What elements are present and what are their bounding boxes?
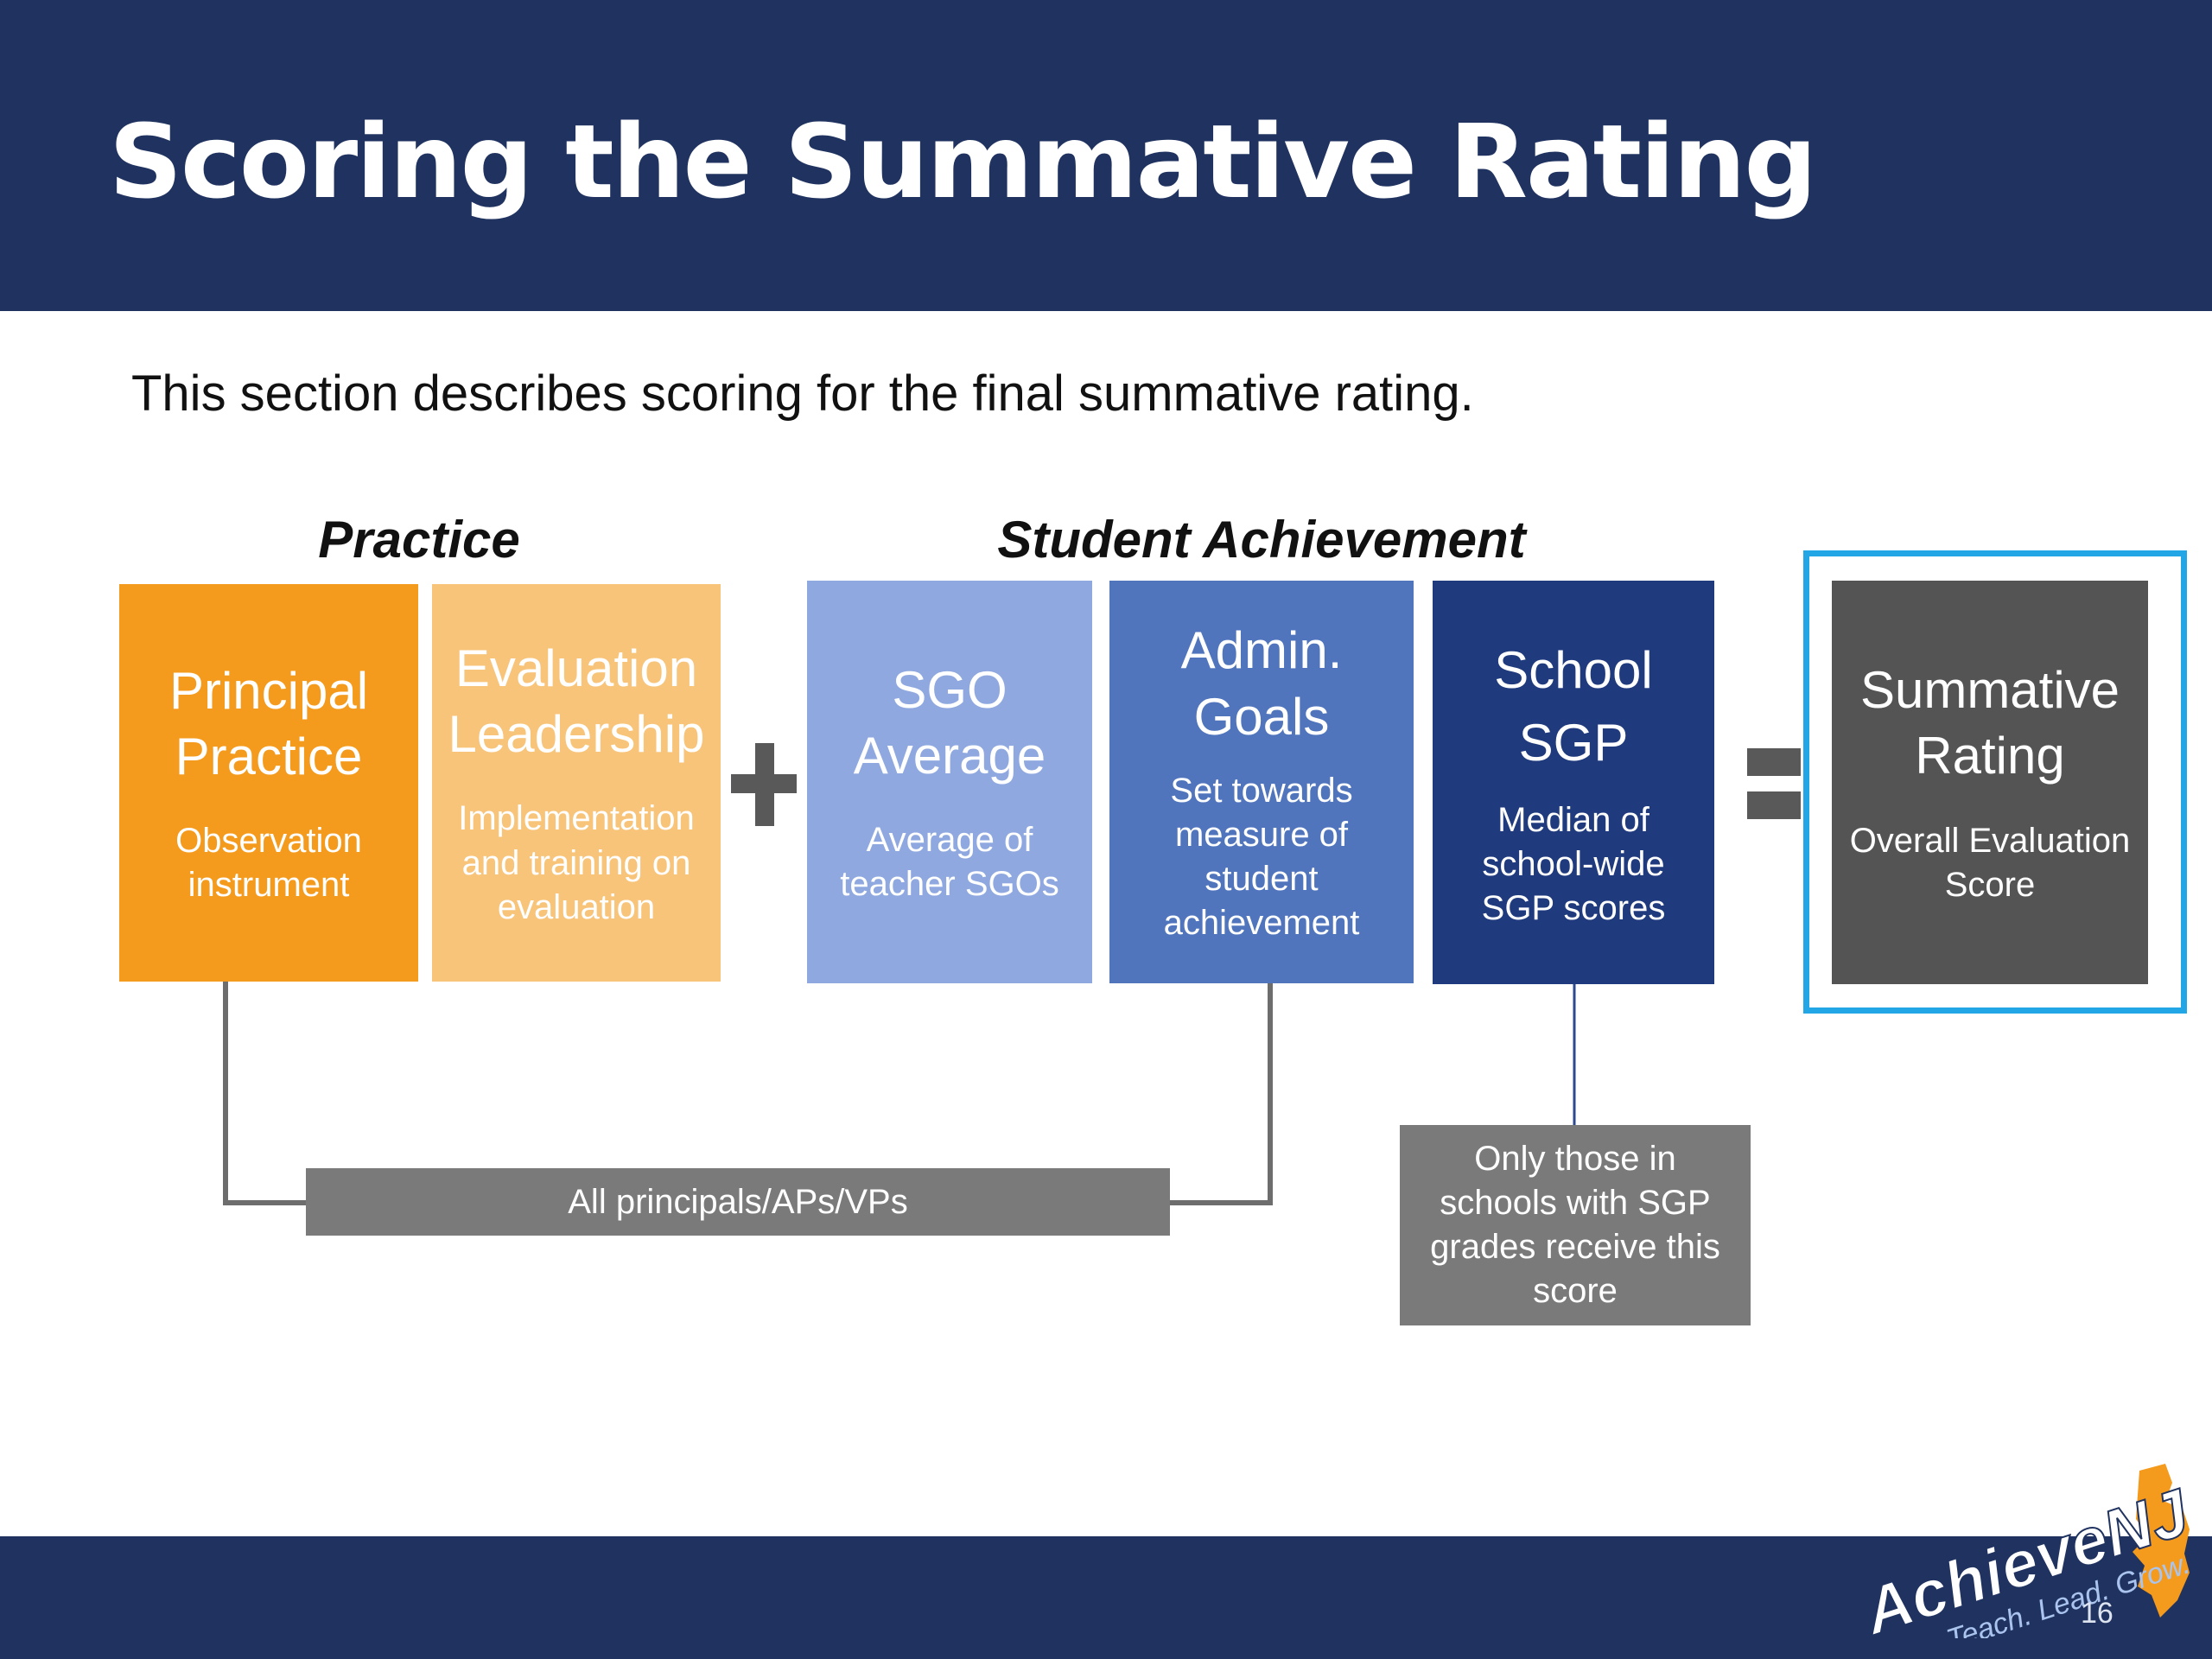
new-jersey-shape	[2133, 1464, 2190, 1618]
practice-connector	[223, 982, 308, 1205]
school-sgp-desc: Median of school-wide SGP scores	[1481, 800, 1666, 928]
principal-practice-box: Principal Practice Observation instrumen…	[119, 584, 418, 982]
summative-rating-desc: Overall Evaluation Score	[1849, 821, 2131, 904]
school-sgp-title: School SGP	[1494, 640, 1653, 772]
summative-rating-title: Summative Rating	[1859, 661, 2120, 785]
admin-goals-title: Admin. Goals	[1180, 621, 1343, 746]
page-number: 16	[2081, 1597, 2113, 1630]
equals-operator	[1747, 748, 1801, 819]
all-principals-note: All principals/APs/VPs	[306, 1168, 1170, 1236]
all-principals-text: All principals/APs/VPs	[568, 1182, 908, 1221]
principal-practice-desc: Observation instrument	[175, 822, 362, 905]
sgo-average-title: SGO Average	[853, 660, 1046, 785]
slide-subtitle: This section describes scoring for the f…	[131, 365, 1474, 422]
sgo-average-desc: Average of teacher SGOs	[840, 821, 1059, 904]
sgo-average-box: SGO Average Average of teacher SGOs	[807, 581, 1092, 983]
practice-label: Practice	[318, 511, 520, 569]
sgp-only-note: Only those in schools with SGP grades re…	[1400, 1125, 1751, 1325]
admin-goals-box: Admin. Goals Set towards measure of stud…	[1109, 581, 1414, 983]
header-bar	[0, 0, 2212, 311]
evaluation-leadership-box: Evaluation Leadership Implementation and…	[432, 584, 721, 982]
principal-practice-title: Principal Practice	[168, 661, 369, 785]
evaluation-leadership-title: Evaluation Leadership	[448, 639, 705, 764]
student-achievement-label: Student Achievement	[997, 511, 1526, 569]
summative-rating-box: Summative Rating Overall Evaluation Scor…	[1832, 581, 2148, 984]
footer-bar	[0, 1536, 2212, 1659]
plus-operator	[731, 743, 797, 826]
evaluation-leadership-desc: Implementation and training on evaluatio…	[458, 799, 695, 926]
achievenj-logo: AchieveNJ Teach. Lead. Grow.	[1853, 1464, 2199, 1638]
admin-goals-desc: Set towards measure of student achieveme…	[1163, 771, 1360, 943]
sgp-only-text: Only those in schools with SGP grades re…	[1430, 1139, 1720, 1311]
admin-goals-connector	[1168, 983, 1273, 1205]
slide-title: Scoring the Summative Rating	[109, 102, 1817, 221]
summative-highlight-frame	[1803, 550, 2187, 1014]
school-sgp-box: School SGP Median of school-wide SGP sco…	[1433, 581, 1714, 984]
